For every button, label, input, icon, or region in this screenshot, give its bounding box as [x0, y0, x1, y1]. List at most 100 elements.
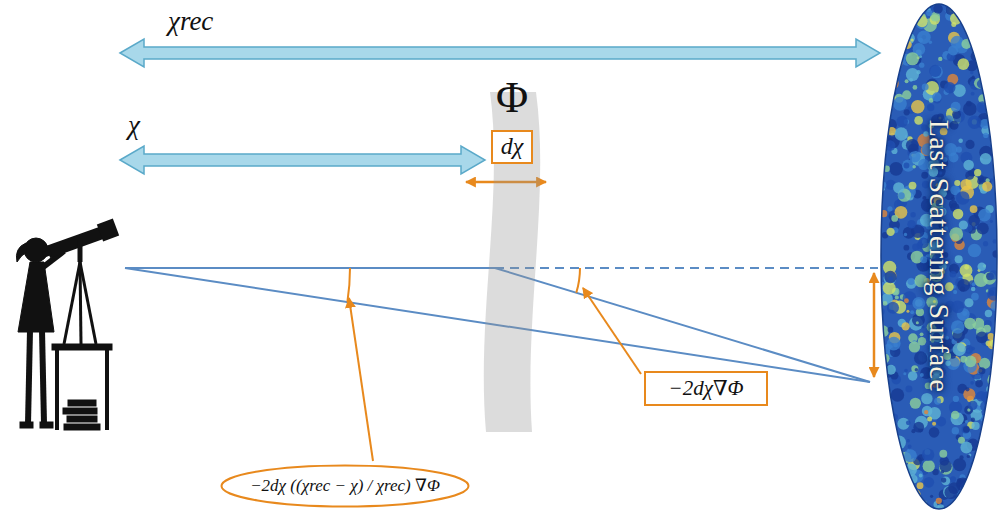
surface-outline [881, 4, 997, 509]
cmb-spot [965, 171, 974, 180]
cmb-spot [991, 448, 998, 455]
cmb-spot [986, 12, 996, 22]
cmb-spot [971, 497, 974, 500]
cmb-spot [987, 455, 995, 463]
cmb-spot [979, 476, 988, 485]
cmb-spot [880, 471, 890, 484]
cmb-spot [965, 493, 976, 504]
surface-label: Last Scattering Surface [923, 120, 955, 393]
cmb-spot [896, 487, 900, 491]
cmb-spot [902, 486, 909, 493]
table-leg [105, 350, 109, 430]
cmb-spot [929, 427, 940, 438]
cmb-spot [968, 244, 981, 257]
cmb-spot [880, 369, 883, 375]
cmb-spot [992, 470, 995, 473]
cmb-spot [937, 114, 944, 121]
cmb-spot [880, 112, 885, 121]
cmb-spot [964, 318, 976, 330]
cmb-spot [883, 397, 887, 401]
cmb-spot [951, 102, 961, 112]
cmb-spot [948, 45, 958, 55]
cmb-spot [978, 465, 990, 477]
cmb-spot [891, 449, 898, 456]
cmb-spot [908, 444, 912, 448]
cmb-spot [984, 4, 996, 16]
cmb-spot [986, 433, 995, 442]
observer-silhouette [16, 227, 116, 430]
cmb-spot [975, 13, 988, 26]
cmb-spot [900, 507, 905, 510]
cmb-spot [883, 301, 888, 306]
cmb-spot [911, 100, 925, 114]
leg [28, 330, 30, 424]
cmb-spot [977, 263, 985, 271]
cmb-spot [908, 8, 914, 14]
cmb-spot [901, 322, 909, 330]
cmb-spot [985, 460, 997, 472]
cmb-spot [900, 23, 904, 27]
cmb-spot [982, 182, 992, 192]
cmb-spot [895, 127, 908, 140]
cmb-spot [963, 11, 973, 21]
cmb-spot [923, 3, 932, 9]
cmb-spot [891, 388, 905, 402]
cmb-spot [880, 8, 891, 21]
light-ray [125, 267, 495, 269]
cmb-spot [885, 38, 897, 50]
cmb-spot [990, 220, 993, 223]
cmb-spot [992, 372, 998, 383]
cmb-spot [974, 273, 988, 287]
cmb-spot [973, 501, 979, 507]
cmb-spot [880, 382, 884, 388]
cmb-spot [906, 52, 919, 65]
cmb-spot [880, 485, 888, 494]
cmb-spot [941, 476, 950, 485]
cmb-spot [893, 97, 907, 111]
cmb-spot [884, 435, 893, 444]
mount [78, 240, 83, 262]
cmb-spot [940, 456, 949, 465]
formula-text: −2dχ∇Φ [668, 376, 743, 400]
cmb-spot [991, 134, 998, 142]
cmb-spot [920, 373, 924, 377]
dress [18, 262, 54, 332]
cmb-spot [880, 24, 885, 31]
cmb-spot [892, 8, 896, 12]
cmb-spot [904, 162, 910, 168]
cmb-spot [985, 310, 992, 317]
cmb-spot [972, 76, 975, 79]
cmb-spot [920, 332, 924, 336]
cmb-spot [965, 494, 977, 506]
cmb-spot [880, 65, 888, 73]
cmb-spot [938, 57, 942, 61]
angle-arc [347, 268, 350, 302]
last-scattering-surface: Last Scattering Surface [880, 3, 998, 510]
telescope-tube [48, 232, 104, 252]
cmb-spot [904, 369, 908, 373]
potential-band: Φdχ [462, 76, 562, 436]
cmb-spot [966, 101, 972, 107]
cmb-spot [884, 271, 896, 283]
cmb-spot [880, 427, 882, 430]
cmb-spot [913, 422, 924, 433]
cmb-spot [933, 4, 942, 13]
cmb-spot [909, 151, 921, 163]
cmb-spot [955, 255, 963, 263]
cmb-spot [891, 215, 898, 222]
cmb-spot [967, 455, 970, 458]
cmb-spot [960, 264, 973, 277]
cmb-spot [983, 25, 994, 36]
cmb-spot [961, 5, 967, 11]
cmb-spot [906, 420, 911, 425]
cmb-spot [971, 287, 976, 292]
cmb-spot [896, 457, 901, 462]
cmb-spot [978, 367, 985, 374]
cmb-spot [891, 468, 897, 474]
cmb-spot [991, 451, 998, 463]
cmb-spot [959, 220, 968, 229]
cmb-spot [883, 41, 892, 50]
cmb-spot [956, 191, 970, 205]
cmb-spot [911, 365, 918, 372]
cmb-spot [948, 482, 960, 494]
